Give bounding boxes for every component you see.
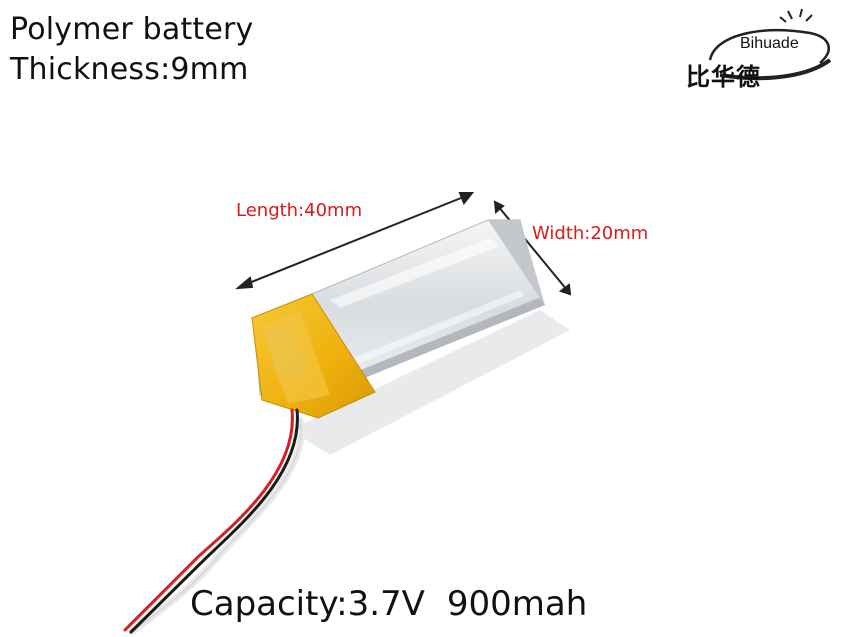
kapton-tape <box>251 293 376 419</box>
product-type: Polymer battery <box>10 12 254 47</box>
length-arrow <box>234 192 475 290</box>
title-block: Polymer battery Thickness:9mm <box>10 10 254 90</box>
battery-wires <box>123 408 305 636</box>
logo-chinese-text: 比华德 <box>686 63 761 91</box>
length-label: Length:40mm <box>236 200 363 221</box>
battery-shadow <box>290 310 570 455</box>
thickness-spec: Thickness:9mm <box>10 52 249 87</box>
width-label: Width:20mm <box>532 223 649 244</box>
mah-text: 900mah <box>446 584 588 624</box>
logo-brand-text: Bihuade <box>740 35 799 52</box>
logo-swoosh-icon <box>708 8 832 81</box>
brand-logo: Bihuade 比华德 <box>680 5 840 95</box>
voltage-text: Capacity:3.7V <box>190 584 425 624</box>
capacity-spec: Capacity:3.7V 900mah <box>190 584 587 624</box>
